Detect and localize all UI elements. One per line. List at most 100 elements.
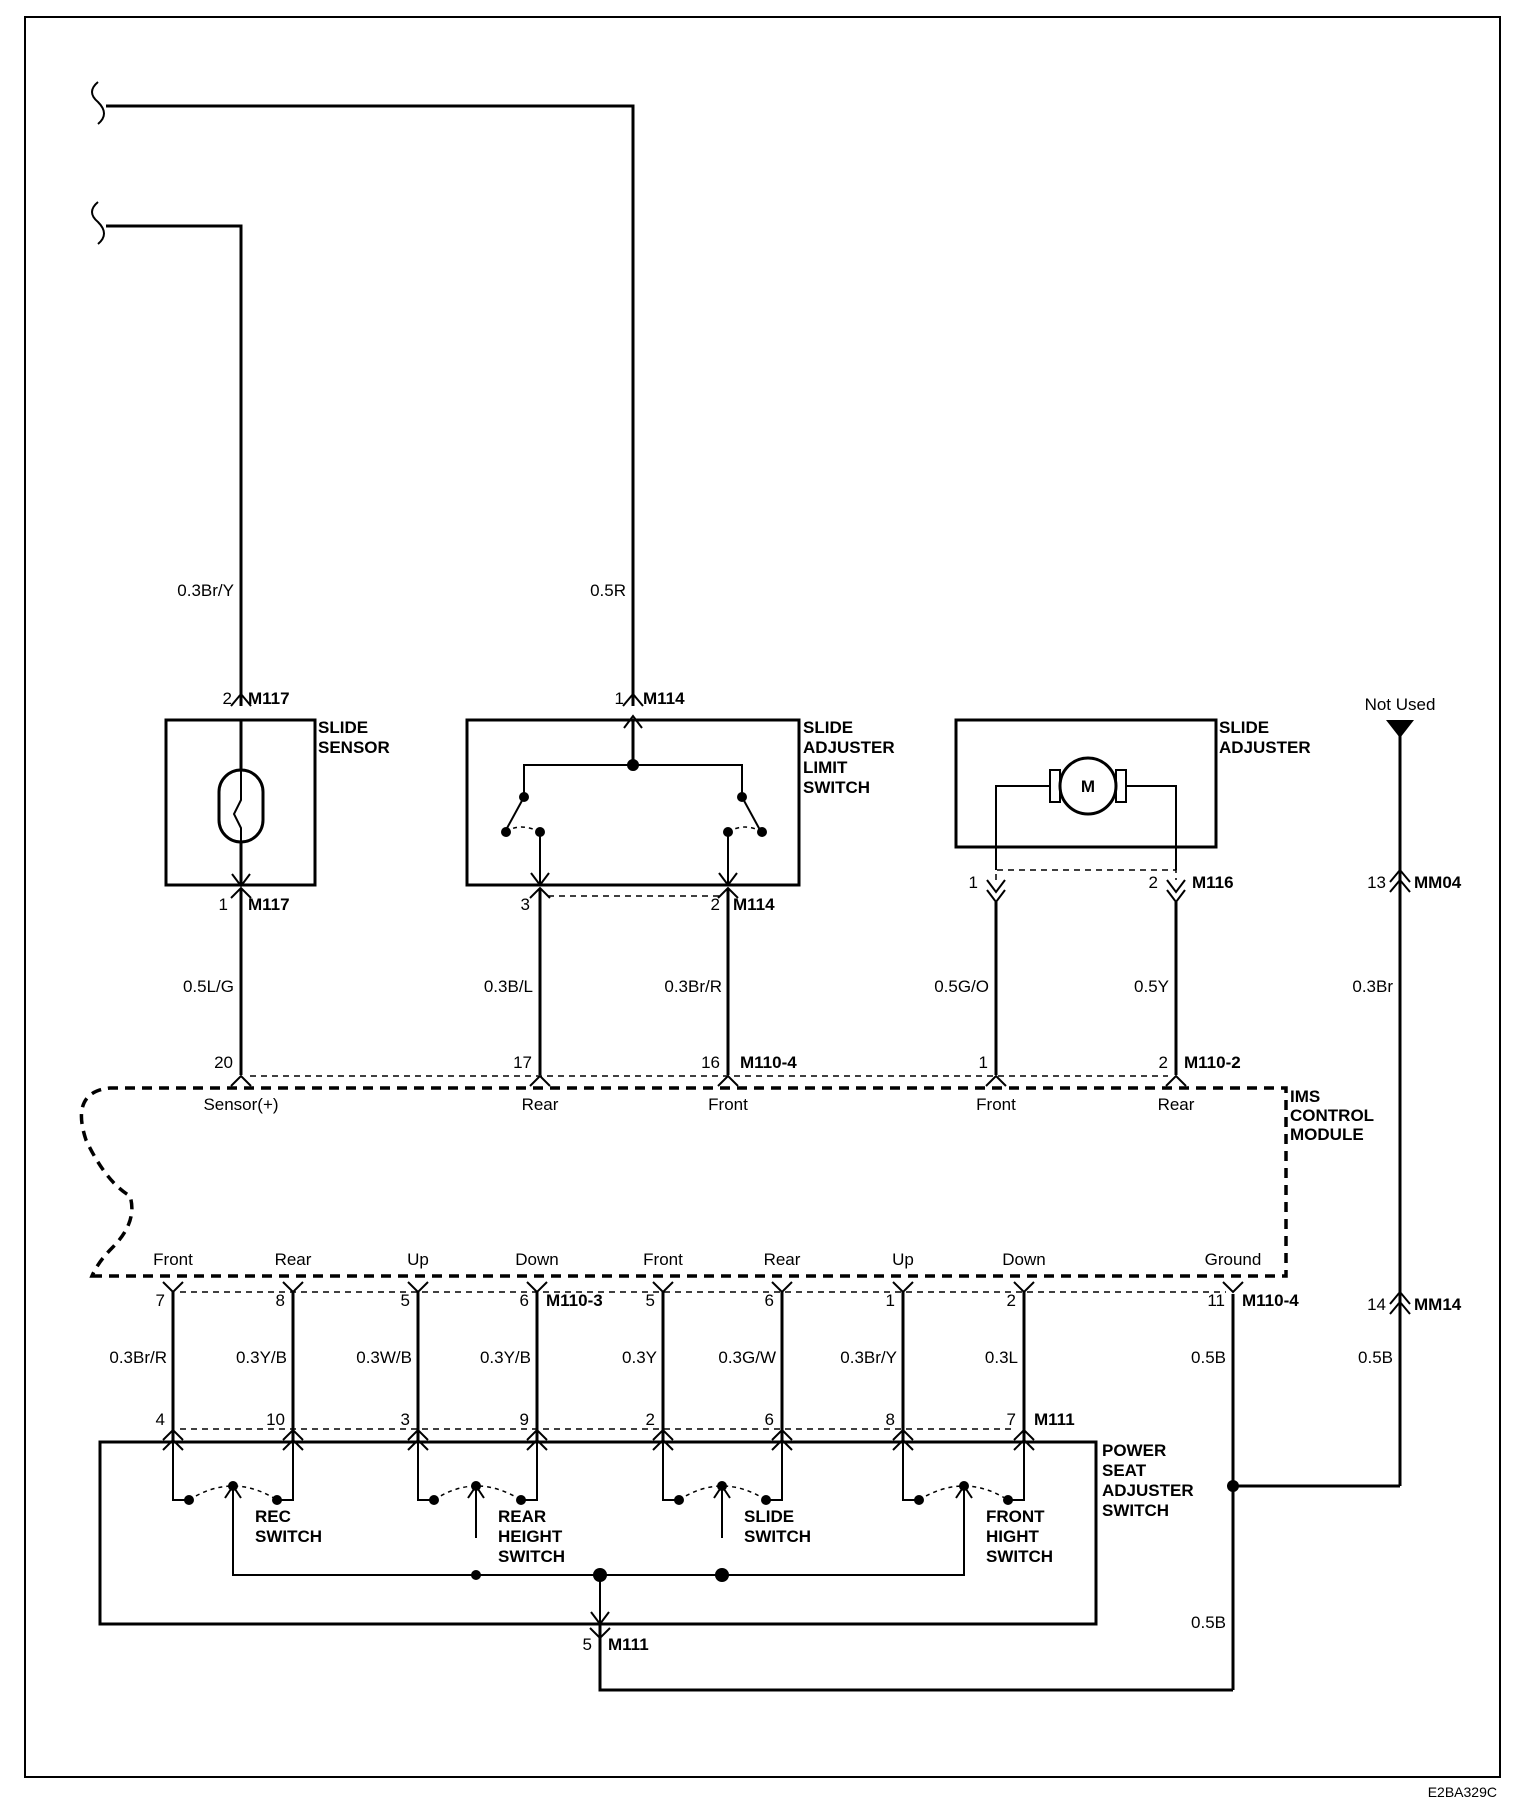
pin-number: 1 xyxy=(979,1053,988,1072)
pin-number: 5 xyxy=(646,1291,655,1310)
pin-number: 9 xyxy=(520,1410,529,1429)
component-name: SWITCH xyxy=(1102,1501,1169,1520)
pin-number: 6 xyxy=(765,1410,774,1429)
connector-mark xyxy=(652,1438,674,1451)
motor-symbol: M xyxy=(1081,777,1095,796)
component-name: SEAT xyxy=(1102,1461,1147,1480)
pin-number: 3 xyxy=(401,1410,410,1429)
connector-mark xyxy=(162,1428,184,1441)
connector-mark xyxy=(985,1074,1007,1087)
hall-sensor-glyph xyxy=(232,770,242,842)
wire-label: 0.5B xyxy=(1358,1348,1393,1367)
switch-name: SWITCH xyxy=(986,1547,1053,1566)
connector-dash xyxy=(995,869,1177,880)
pin-function-label: Front xyxy=(153,1250,193,1269)
connector-label: M111 xyxy=(608,1635,649,1654)
wire-break-symbol xyxy=(91,81,105,125)
pin-number: 16 xyxy=(701,1053,720,1072)
pin-function-label: Front xyxy=(976,1095,1016,1114)
switch-contact-wire xyxy=(172,1442,189,1501)
connector-label: M114 xyxy=(733,895,775,914)
connector-mark xyxy=(407,1438,429,1451)
connector-mark xyxy=(771,1428,793,1441)
wire-label: 0.5B xyxy=(1191,1348,1226,1367)
connector-label: MM14 xyxy=(1414,1295,1462,1314)
component-name: ADJUSTER xyxy=(803,738,895,757)
component-name: ADJUSTER xyxy=(1219,738,1311,757)
pin-number: 14 xyxy=(1367,1295,1386,1314)
switch-contact xyxy=(1003,1495,1013,1505)
pin-function-label: Down xyxy=(515,1250,558,1269)
pin-number: 6 xyxy=(520,1291,529,1310)
switch-group: RECSWITCHREARHEIGHTSWITCHSLIDESWITCHFRON… xyxy=(172,1442,1053,1566)
connector-mark xyxy=(771,1281,793,1294)
connector-mark xyxy=(1389,868,1411,883)
wire-sensor-feed xyxy=(106,224,243,706)
wire-label: 0.3Br/Y xyxy=(840,1348,897,1367)
wire-label: 0.3Br/R xyxy=(109,1348,167,1367)
pin-function-label: Up xyxy=(407,1250,429,1269)
connector-mark xyxy=(407,1428,429,1441)
wire-switch-ground xyxy=(598,1624,1233,1692)
switch-blade xyxy=(741,796,761,831)
pin-number: 1 xyxy=(219,895,228,914)
wire-label: 0.5G/O xyxy=(934,977,989,996)
connector-label: M110-4 xyxy=(1242,1291,1299,1310)
pin-number: 2 xyxy=(646,1410,655,1429)
motor-icon xyxy=(1058,756,1118,816)
pin-function-label: Rear xyxy=(522,1095,559,1114)
switch-name: HIGHT xyxy=(986,1527,1040,1546)
connector-label: M117 xyxy=(248,689,290,708)
switch-arrow xyxy=(713,1484,731,1499)
switch-name: SWITCH xyxy=(744,1527,811,1546)
switch-contact xyxy=(516,1495,526,1505)
pin-number: 2 xyxy=(223,689,232,708)
pin-function-label: Ground xyxy=(1205,1250,1262,1269)
switch-name: SWITCH xyxy=(498,1547,565,1566)
switch-name: SWITCH xyxy=(255,1527,322,1546)
pin-number: 1 xyxy=(886,1291,895,1310)
component-name: CONTROL xyxy=(1290,1106,1374,1125)
connector-mark xyxy=(162,1438,184,1451)
switch-contact-wire xyxy=(766,1442,783,1501)
component-name: SLIDE xyxy=(318,718,368,737)
wire-label: 0.5L/G xyxy=(183,977,234,996)
wire-label: 0.3Y/B xyxy=(480,1348,531,1367)
connector-mark xyxy=(589,1627,611,1640)
pin-number: 13 xyxy=(1367,873,1386,892)
pin-number: 8 xyxy=(276,1291,285,1310)
wire-label: 0.5R xyxy=(590,581,626,600)
connector-mark xyxy=(526,1438,548,1451)
connector-label: M116 xyxy=(1192,873,1234,892)
pin-number: 7 xyxy=(156,1291,165,1310)
pin-function-label: Down xyxy=(1002,1250,1045,1269)
connector-mark xyxy=(892,1281,914,1294)
connector-mark xyxy=(230,1074,252,1087)
wire-label: 0.5Y xyxy=(1134,977,1169,996)
pin-number: 5 xyxy=(583,1635,592,1654)
switch-link xyxy=(727,826,763,833)
switch-arrow xyxy=(718,872,738,887)
pin-number: 11 xyxy=(1207,1291,1225,1310)
connector-label: M111 xyxy=(1034,1410,1075,1429)
wire-label: 0.3Y/B xyxy=(236,1348,287,1367)
junction-dot xyxy=(715,1568,729,1582)
ims-control-module-boundary xyxy=(79,1086,1288,1278)
connector-mark xyxy=(282,1428,304,1441)
slide-adjuster-box xyxy=(954,718,1218,849)
switch-contact-wire xyxy=(417,1442,434,1501)
connector-mark xyxy=(526,1428,548,1441)
connector-label: MM04 xyxy=(1414,873,1462,892)
connector-mark xyxy=(407,1281,429,1294)
connector-mark xyxy=(652,1428,674,1441)
connector-mark xyxy=(1389,878,1411,893)
pin-number: 2 xyxy=(1159,1053,1168,1072)
wire-label: 0.3L xyxy=(985,1348,1018,1367)
connector-mark xyxy=(1389,1300,1411,1315)
junction-dot xyxy=(1227,1480,1239,1492)
wire-label: 0.3B/L xyxy=(484,977,533,996)
wire-label: 0.3W/B xyxy=(356,1348,412,1367)
connector-mark xyxy=(1166,879,1186,894)
